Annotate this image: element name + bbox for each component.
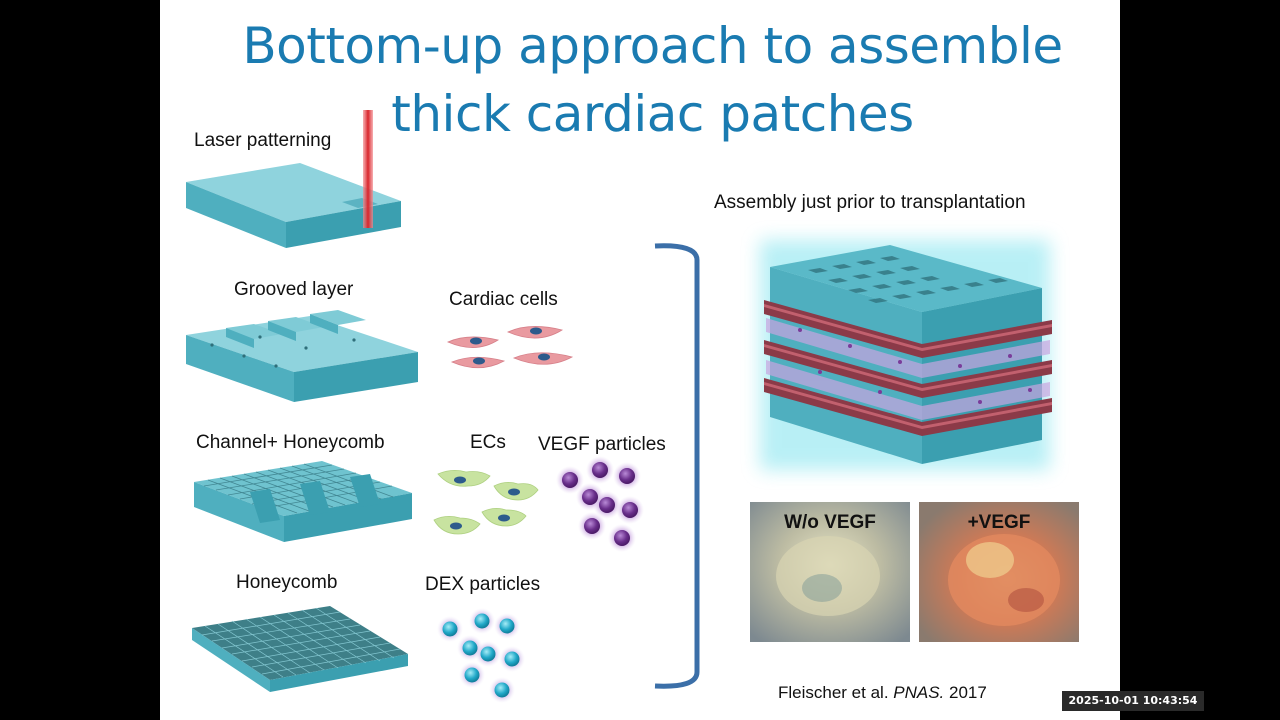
honeycomb-layer — [192, 606, 408, 692]
photo-label-without-vegf: W/o VEGF — [784, 512, 876, 533]
vegf-particles — [556, 456, 644, 552]
label-honeycomb: Honeycomb — [236, 572, 338, 593]
laser-patterned-slab — [186, 110, 401, 248]
label-assembly: Assembly just prior to transplantation — [714, 192, 1026, 213]
photo-panel-with-vegf: +VEGF — [919, 502, 1079, 642]
slide: Bottom-up approach to assemble thick car… — [160, 0, 1120, 720]
illustration-canvas — [186, 110, 1079, 703]
label-channel-honeycomb: Channel+ Honeycomb — [196, 432, 385, 453]
grouping-bracket — [654, 243, 700, 689]
laser-beam — [363, 110, 373, 228]
photo-panel-without-vegf: W/o VEGF — [750, 502, 910, 642]
label-laser-patterning: Laser patterning — [194, 130, 332, 151]
grooved-layer — [186, 310, 418, 402]
citation-authors: Fleischer et al. — [778, 683, 894, 702]
channel-honeycomb-layer — [194, 461, 412, 542]
slide-title-line2: thick cardiac patches — [391, 85, 914, 143]
citation-year: 2017 — [944, 683, 987, 702]
label-vegf-particles: VEGF particles — [538, 434, 666, 455]
citation: Fleischer et al. PNAS. 2017 — [778, 683, 987, 703]
citation-journal: PNAS. — [893, 683, 945, 702]
label-dex-particles: DEX particles — [425, 574, 541, 595]
dex-particles — [437, 608, 525, 703]
video-timestamp: 2025-10-01 10:43:54 — [1062, 691, 1204, 711]
label-cardiac-cells: Cardiac cells — [449, 289, 558, 310]
slide-title-line1: Bottom-up approach to assemble — [242, 17, 1063, 75]
assembled-patch-cube — [760, 240, 1052, 470]
label-grooved-layer: Grooved layer — [234, 279, 354, 300]
endothelial-cells — [433, 470, 539, 535]
cardiac-cells — [447, 326, 574, 369]
label-ecs: ECs — [470, 432, 506, 453]
photo-label-with-vegf: +VEGF — [967, 512, 1031, 533]
